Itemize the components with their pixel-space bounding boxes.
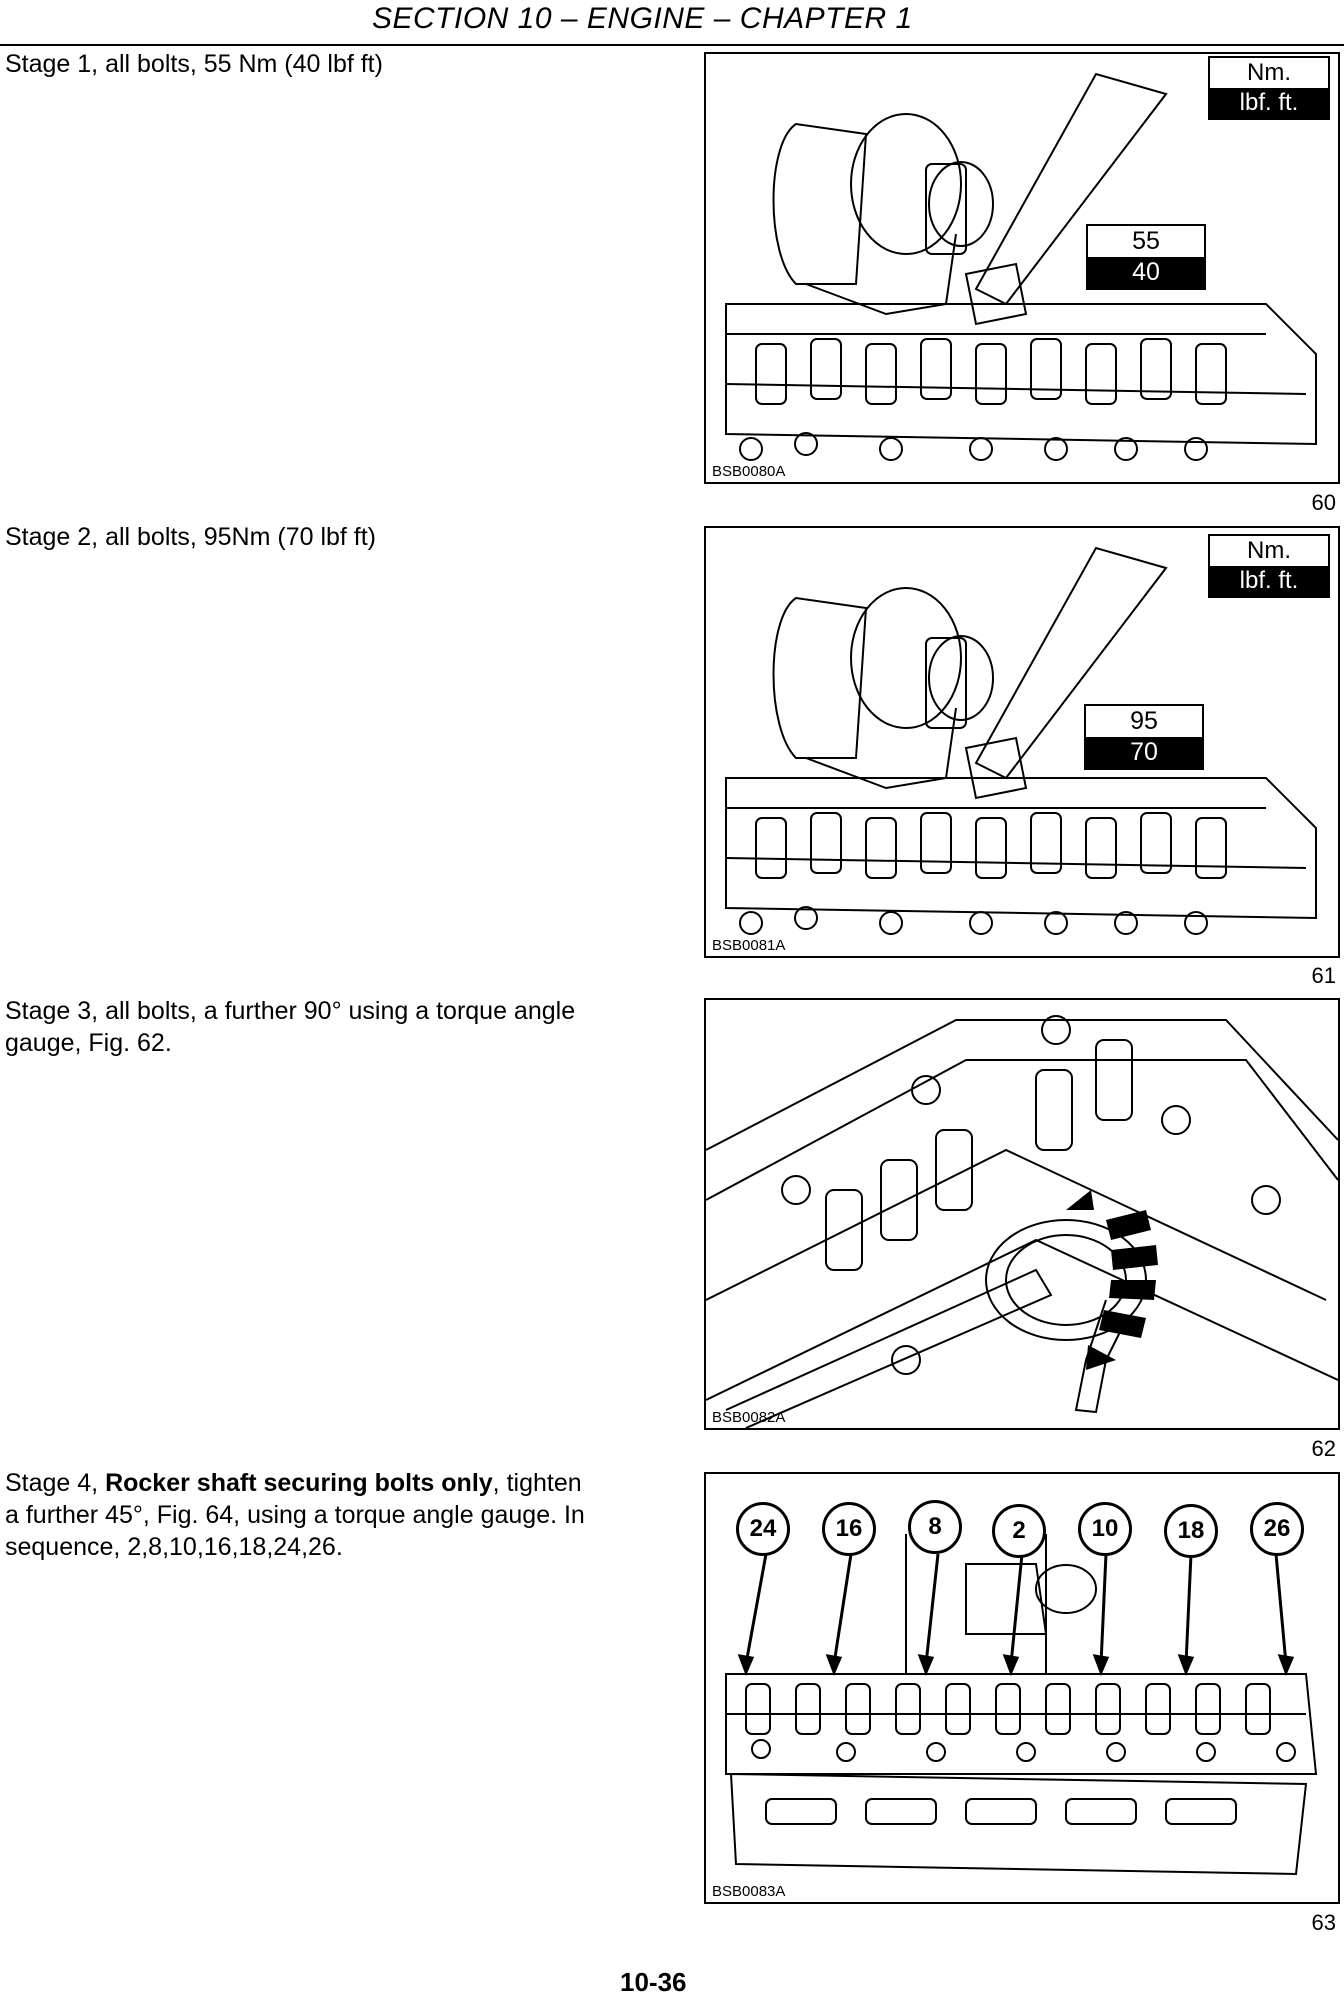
- stage-3-line-2: gauge, Fig. 62.: [5, 1029, 172, 1057]
- torque-units-label: Nm. lbf. ft.: [1208, 534, 1330, 598]
- torque-nm-value: 95: [1130, 707, 1158, 735]
- figure-62-illustration: BSB0082A: [704, 998, 1340, 1430]
- figure-62-number: 62: [1311, 1436, 1336, 1461]
- stage-4-text: Stage 4, Rocker shaft securing bolts onl…: [5, 1467, 645, 1563]
- stage-4-prefix: Stage 4,: [5, 1469, 106, 1497]
- figure-code: BSB0082A: [712, 1409, 786, 1426]
- header-divider: [0, 44, 1344, 46]
- units-lbf-label: lbf. ft.: [1210, 88, 1328, 118]
- section-title: SECTION 10 – ENGINE – CHAPTER 1: [372, 2, 913, 35]
- torque-value-box: 55 40: [1086, 224, 1206, 290]
- sequence-marker-16: 16: [822, 1502, 876, 1556]
- torque-units-label: Nm. lbf. ft.: [1208, 56, 1330, 120]
- figure-63-number: 63: [1311, 1910, 1336, 1935]
- sequence-marker-26: 26: [1250, 1502, 1304, 1556]
- units-nm-label: Nm.: [1247, 537, 1291, 564]
- torque-angle-gauge-drawing: [706, 1015, 1338, 1428]
- figure-60-illustration: Nm. lbf. ft. 55 40 BSB0080A: [704, 52, 1340, 484]
- page-number: 10-36: [620, 1967, 687, 1997]
- engine-head-wrench-drawing: [725, 546, 1317, 935]
- stage-4-emphasis: Rocker shaft securing bolts only: [105, 1469, 493, 1497]
- torque-lbf-value: 70: [1086, 737, 1202, 768]
- stage-4-line-1: Stage 4, Rocker shaft securing bolts onl…: [5, 1467, 645, 1499]
- stage-3-text: Stage 3, all bolts, a further 90° using …: [5, 995, 645, 1059]
- torque-value-box: 95 70: [1084, 704, 1204, 770]
- bolt-sequence-drawing: [725, 1534, 1318, 1876]
- torque-lbf-value: 40: [1088, 257, 1204, 288]
- sequence-marker-8: 8: [908, 1500, 962, 1554]
- stage-2-text: Stage 2, all bolts, 95Nm (70 lbf ft): [5, 523, 377, 551]
- torque-nm-value: 55: [1132, 227, 1160, 255]
- stage-4-line-3: sequence, 2,8,10,16,18,24,26.: [5, 1533, 343, 1561]
- figure-60-number: 60: [1311, 490, 1336, 515]
- stage-1-text: Stage 1, all bolts, 55 Nm (40 lbf ft): [5, 50, 383, 78]
- units-lbf-label: lbf. ft.: [1210, 566, 1328, 596]
- page-header: SECTION 10 – ENGINE – CHAPTER 1: [0, 0, 1344, 48]
- figure-code: BSB0083A: [712, 1883, 786, 1900]
- engine-head-wrench-drawing: [725, 72, 1317, 461]
- stage-4-line-2: a further 45°, Fig. 64, using a torque a…: [5, 1501, 585, 1529]
- sequence-marker-24: 24: [736, 1502, 790, 1556]
- sequence-marker-10: 10: [1078, 1502, 1132, 1556]
- units-nm-label: Nm.: [1247, 59, 1291, 86]
- stage-3-line-1: Stage 3, all bolts, a further 90° using …: [5, 997, 576, 1025]
- sequence-marker-2: 2: [992, 1504, 1046, 1558]
- stage-4-suffix: , tighten: [492, 1469, 582, 1497]
- sequence-marker-18: 18: [1164, 1504, 1218, 1558]
- figure-code: BSB0080A: [712, 463, 786, 480]
- figure-61-illustration: Nm. lbf. ft. 95 70 BSB0081A: [704, 526, 1340, 958]
- figure-61-number: 61: [1311, 963, 1336, 988]
- figure-code: BSB0081A: [712, 937, 786, 954]
- figure-63-illustration: 24 16 8 2 10 18 26 BSB0083A: [704, 1472, 1340, 1904]
